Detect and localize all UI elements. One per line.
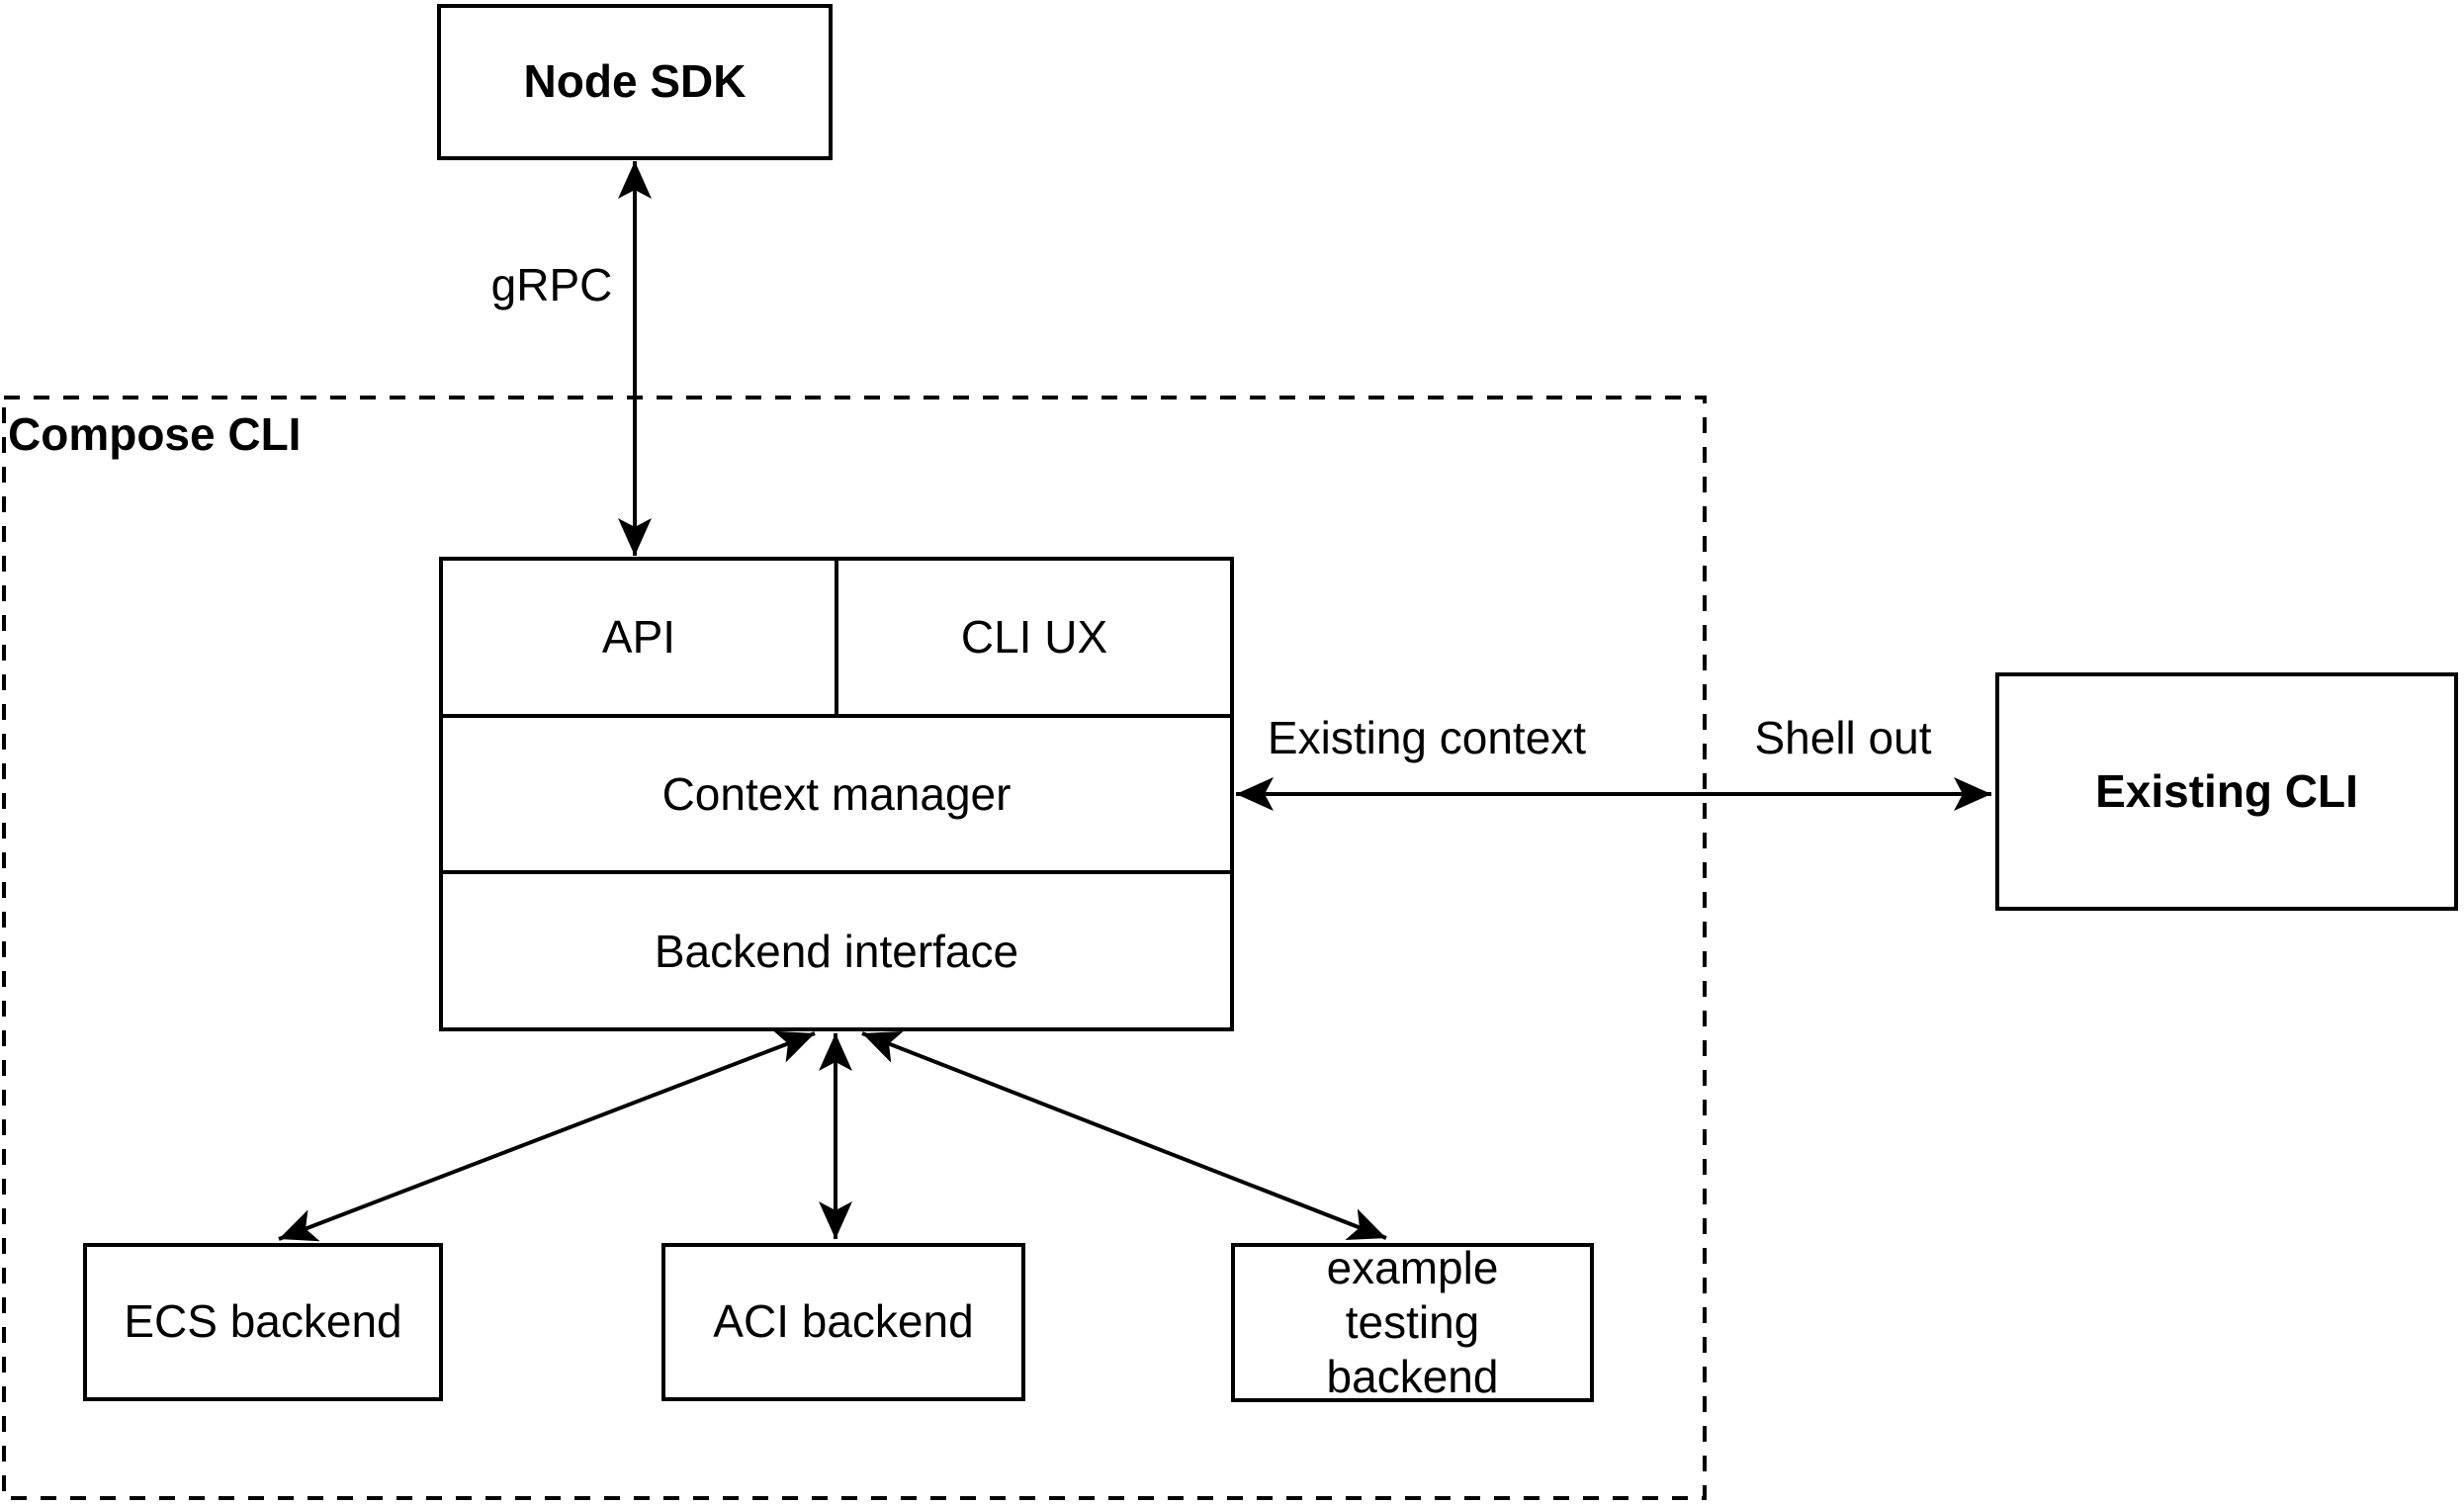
existing-cli-box: Existing CLI: [1995, 672, 2458, 911]
existing-cli-label: Existing CLI: [2095, 764, 2358, 817]
compose-cli-core-box: API CLI UX Context manager Backend inter…: [439, 557, 1234, 1031]
context-manager-cell: Context manager: [443, 713, 1230, 871]
api-label: API: [601, 611, 676, 664]
example-testing-backend-label: example testing backend: [1326, 1241, 1499, 1403]
cli-ux-label: CLI UX: [960, 611, 1108, 664]
top-row: API CLI UX: [443, 561, 1230, 714]
aci-backend-box: ACI backend: [661, 1243, 1025, 1401]
backend-interface-label: Backend interface: [654, 925, 1019, 977]
compose-cli-container-label: Compose CLI: [8, 408, 302, 460]
backend-interface-cell: Backend interface: [443, 870, 1230, 1027]
backend-example-arrow: [861, 1030, 1387, 1241]
existing-context-edge-label: Existing context: [1267, 712, 1587, 763]
shell-out-edge-label: Shell out: [1754, 712, 1932, 763]
compose-cli-container-border: [2, 396, 1707, 1500]
grpc-edge-label: gRPC: [490, 259, 613, 310]
ecs-backend-label: ECS backend: [124, 1295, 402, 1348]
api-cell: API: [443, 561, 838, 714]
cli-ux-cell: CLI UX: [838, 561, 1230, 714]
context-manager-label: Context manager: [661, 768, 1012, 820]
example-testing-backend-box: example testing backend: [1231, 1241, 1594, 1403]
node-sdk-label: Node SDK: [523, 55, 747, 108]
ecs-backend-box: ECS backend: [83, 1243, 443, 1401]
node-sdk-box: Node SDK: [437, 4, 833, 160]
backend-ecs-arrow: [278, 1030, 816, 1242]
aci-backend-label: ACI backend: [713, 1295, 974, 1348]
